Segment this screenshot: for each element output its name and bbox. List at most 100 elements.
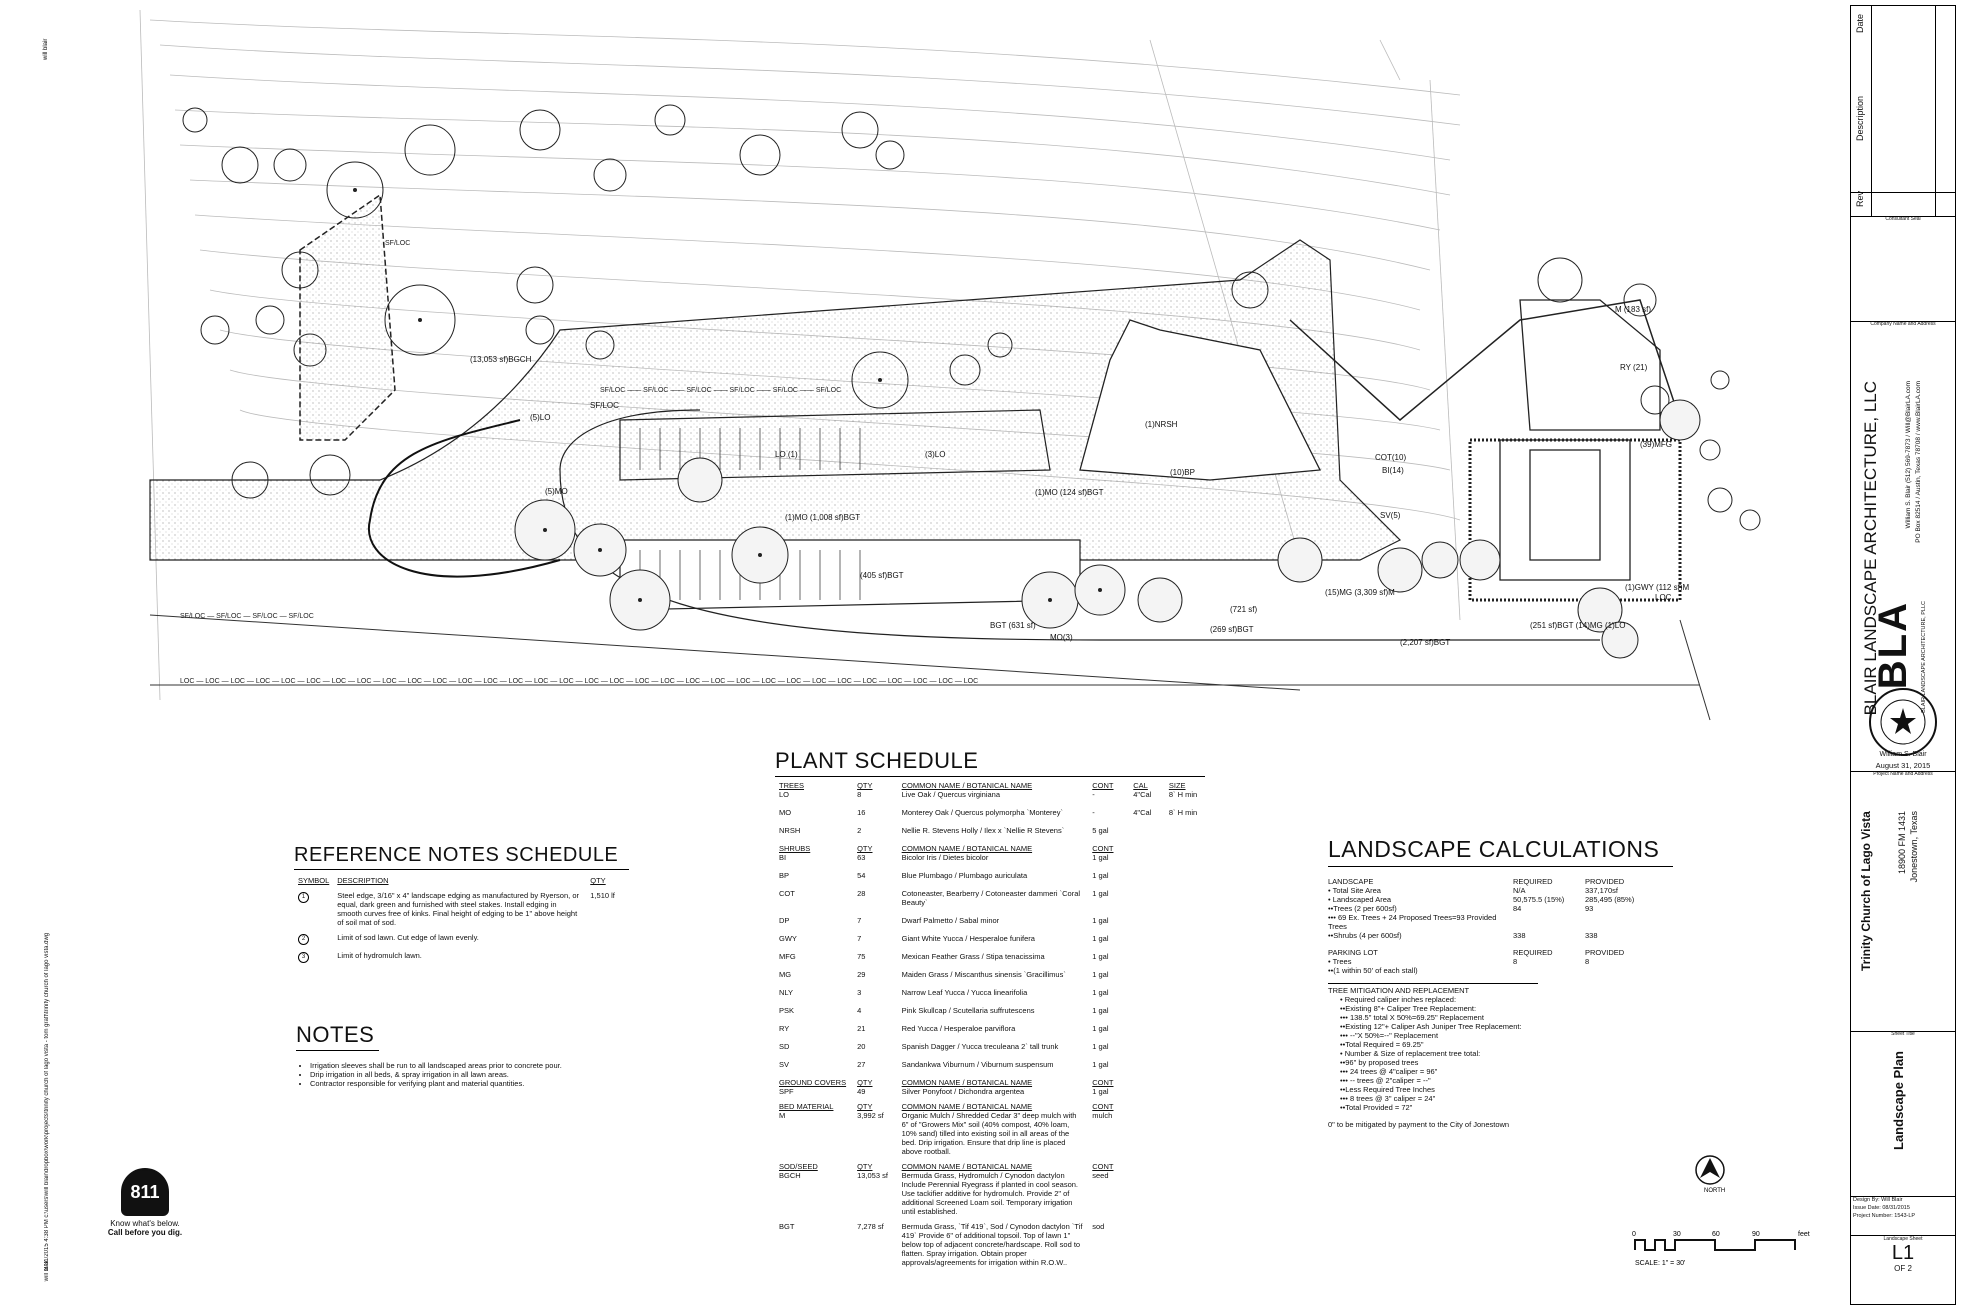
callout-sv5: SV(5)	[1380, 511, 1401, 520]
schedule-row-cell	[1129, 916, 1165, 925]
mitigation-line: ••Less Required Tree Inches	[1340, 1085, 1435, 1094]
schedule-header-row-cell: COMMON NAME / BOTANICAL NAME	[901, 1102, 1033, 1111]
schedule-header-row-cell: QTY	[857, 844, 873, 853]
calc-landscape-row-cell: • Landscaped Area	[1328, 895, 1392, 904]
schedule-row-cell: seed	[1092, 1171, 1109, 1180]
reference-symbol: 3	[294, 945, 333, 963]
plant-schedule-table: TREES QTY COMMON NAME / BOTANICAL NAME CONT…	[775, 777, 1205, 1273]
calc-landscape-row: ••• 69 Ex. Trees + 24 Proposed Trees=93 …	[1328, 913, 1673, 931]
sheet-number: L1	[1891, 1242, 1915, 1264]
proposed-trees	[514, 399, 1701, 659]
schedule-row-cell	[1165, 1222, 1205, 1267]
spacer-row	[775, 961, 1205, 970]
schedule-header-row-cell: QTY	[857, 781, 873, 790]
schedule-header-row-cell	[1129, 1102, 1165, 1111]
reference-notes-title: REFERENCE NOTES SCHEDULE	[294, 844, 629, 870]
schedule-row-cell: Pink Skullcap / Scutellaria suffrutescen…	[901, 1006, 1035, 1015]
professional-seal	[1869, 688, 1937, 756]
loc-labels: LOC — LOC — LOC — LOC — LOC — LOC — LOC …	[180, 240, 978, 685]
811-line1: Know what's below.	[110, 1219, 180, 1228]
mitigation-line: ••• --"X 50%=--" Replacement	[1340, 1031, 1439, 1040]
schedule-row-cell: Silver Ponyfoot / Dichondra argentea	[901, 1087, 1025, 1096]
schedule-row-cell: Bermuda Grass, `Tif 419`, Sod / Cynodon …	[901, 1222, 1083, 1267]
schedule-row-cell	[1129, 988, 1165, 997]
plant-schedule-title: PLANT SCHEDULE	[775, 748, 1205, 777]
svg-text:LOC — LOC — LOC — LOC — LOC —: LOC — LOC — LOC — LOC — LOC — LOC — LOC …	[180, 678, 978, 685]
reference-note-row: 3 Limit of hydromulch lawn.	[294, 945, 619, 963]
schedule-row-cell	[1165, 970, 1205, 979]
calc-parking-header-cell: PARKING LOT	[1328, 948, 1378, 957]
call-811: 811 Know what's below. Call before you d…	[80, 1168, 210, 1237]
callout-lo1: LO (1)	[775, 450, 798, 459]
reference-cell: Limit of hydromulch lawn.	[337, 951, 422, 960]
callout-sf-loc: SF/LOC	[590, 401, 619, 410]
callout-bgt405: (405 sf)BGT	[860, 571, 904, 580]
spacer-row	[775, 817, 1205, 826]
schedule-row-cell	[1165, 1042, 1205, 1051]
reference-header-cell: QTY	[590, 876, 606, 885]
notes-section: NOTES Irrigation sleeves shall be run to…	[296, 1022, 631, 1088]
callout-mfg39: (39)MFG	[1640, 440, 1672, 449]
schedule-row-cell	[1129, 934, 1165, 943]
schedule-row-cell: 13,053 sf	[857, 1171, 888, 1180]
schedule-header-row-cell: COMMON NAME / BOTANICAL NAME	[901, 1162, 1033, 1171]
schedule-header-row-cell	[1165, 1078, 1205, 1087]
landscape-edge	[367, 419, 561, 578]
schedule-row-cell: SD	[779, 1042, 790, 1051]
spacer-row	[775, 943, 1205, 952]
schedule-row-cell: 7	[857, 916, 862, 925]
schedule-header-row-cell	[1165, 1102, 1205, 1111]
schedule-header-row-cell: QTY	[857, 1078, 873, 1087]
callout-bp10: (10)BP	[1170, 468, 1195, 477]
spacer-row	[775, 799, 1205, 808]
graphic-scale: 0 30 60 90 feet SCALE: 1" = 30'	[1632, 1231, 1810, 1267]
callout-bgt721: (721 sf)	[1230, 605, 1257, 614]
schedule-row-cell	[1165, 1024, 1205, 1033]
schedule-row-cell: MG	[779, 970, 792, 979]
scale-and-north: NORTH 0 30 60 90 feet SCALE: 1" = 30'	[1632, 1155, 1810, 1267]
plant-callouts: (13,053 sf)BGCH (5)LO (5)MO LO (1) (3)LO…	[470, 305, 1689, 647]
mitigation-line: ••Total Required = 69.25"	[1340, 1040, 1424, 1049]
scale-tick-90: 90	[1752, 1231, 1760, 1238]
sheet-label: Landscape Sheet	[1883, 1236, 1923, 1242]
schedule-row-cell: NRSH	[779, 826, 801, 835]
reference-symbol: 1	[294, 885, 333, 927]
schedule-header-row-cell: TREES	[779, 781, 805, 790]
callout-mo3: MO(3)	[1050, 633, 1073, 642]
schedule-row-cell: 4	[857, 1006, 862, 1015]
schedule-row-cell	[1165, 889, 1205, 907]
project-label: Project Name and Address	[1873, 771, 1933, 777]
schedule-row-cell	[1129, 1060, 1165, 1069]
schedule-row-cell: 1 gal	[1092, 889, 1109, 898]
company-address: PO Box 82514 / Austin, Texas 78708 / www…	[1915, 381, 1922, 543]
schedule-row-cell: Live Oak / Quercus virginiana	[901, 790, 1001, 799]
schedule-row-cell: BP	[779, 871, 790, 880]
calculations-title: LANDSCAPE CALCULATIONS	[1328, 836, 1673, 867]
schedule-header-row-cell: CONT	[1092, 1102, 1114, 1111]
schedule-row-cell: 1 gal	[1092, 916, 1109, 925]
schedule-row-cell: 54	[857, 871, 866, 880]
schedule-row-cell: 21	[857, 1024, 866, 1033]
schedule-row-cell: Sandankwa Viburnum / Viburnum suspensum	[901, 1060, 1054, 1069]
schedule-row-cell: PSK	[779, 1006, 795, 1015]
consultant-seal-box: Consultant Seal	[1851, 216, 1955, 322]
calc-landscape-header-cell: REQUIRED	[1513, 877, 1553, 886]
mitigation-line: ••• -- trees @ 2"caliper = --"	[1340, 1076, 1431, 1085]
schedule-row-cell: -	[1092, 790, 1095, 799]
sheet-of: OF 2	[1894, 1264, 1912, 1273]
calc-landscape-header-cell: PROVIDED	[1585, 877, 1625, 886]
schedule-row-cell: 1 gal	[1092, 1060, 1109, 1069]
schedule-header-row-cell: QTY	[857, 1102, 873, 1111]
calc-parking-row-cell: 8	[1513, 957, 1518, 966]
reference-header-cell: DESCRIPTION	[337, 876, 389, 885]
schedule-row-cell: 1 gal	[1092, 1006, 1109, 1015]
callout-bgt251: (251 sf)BGT (14)MG (1)LO	[1530, 621, 1625, 630]
building-footprint	[1079, 299, 1661, 581]
schedule-row-cell: Nellie R. Stevens Holly / Ilex x `Nellie…	[901, 826, 1065, 835]
